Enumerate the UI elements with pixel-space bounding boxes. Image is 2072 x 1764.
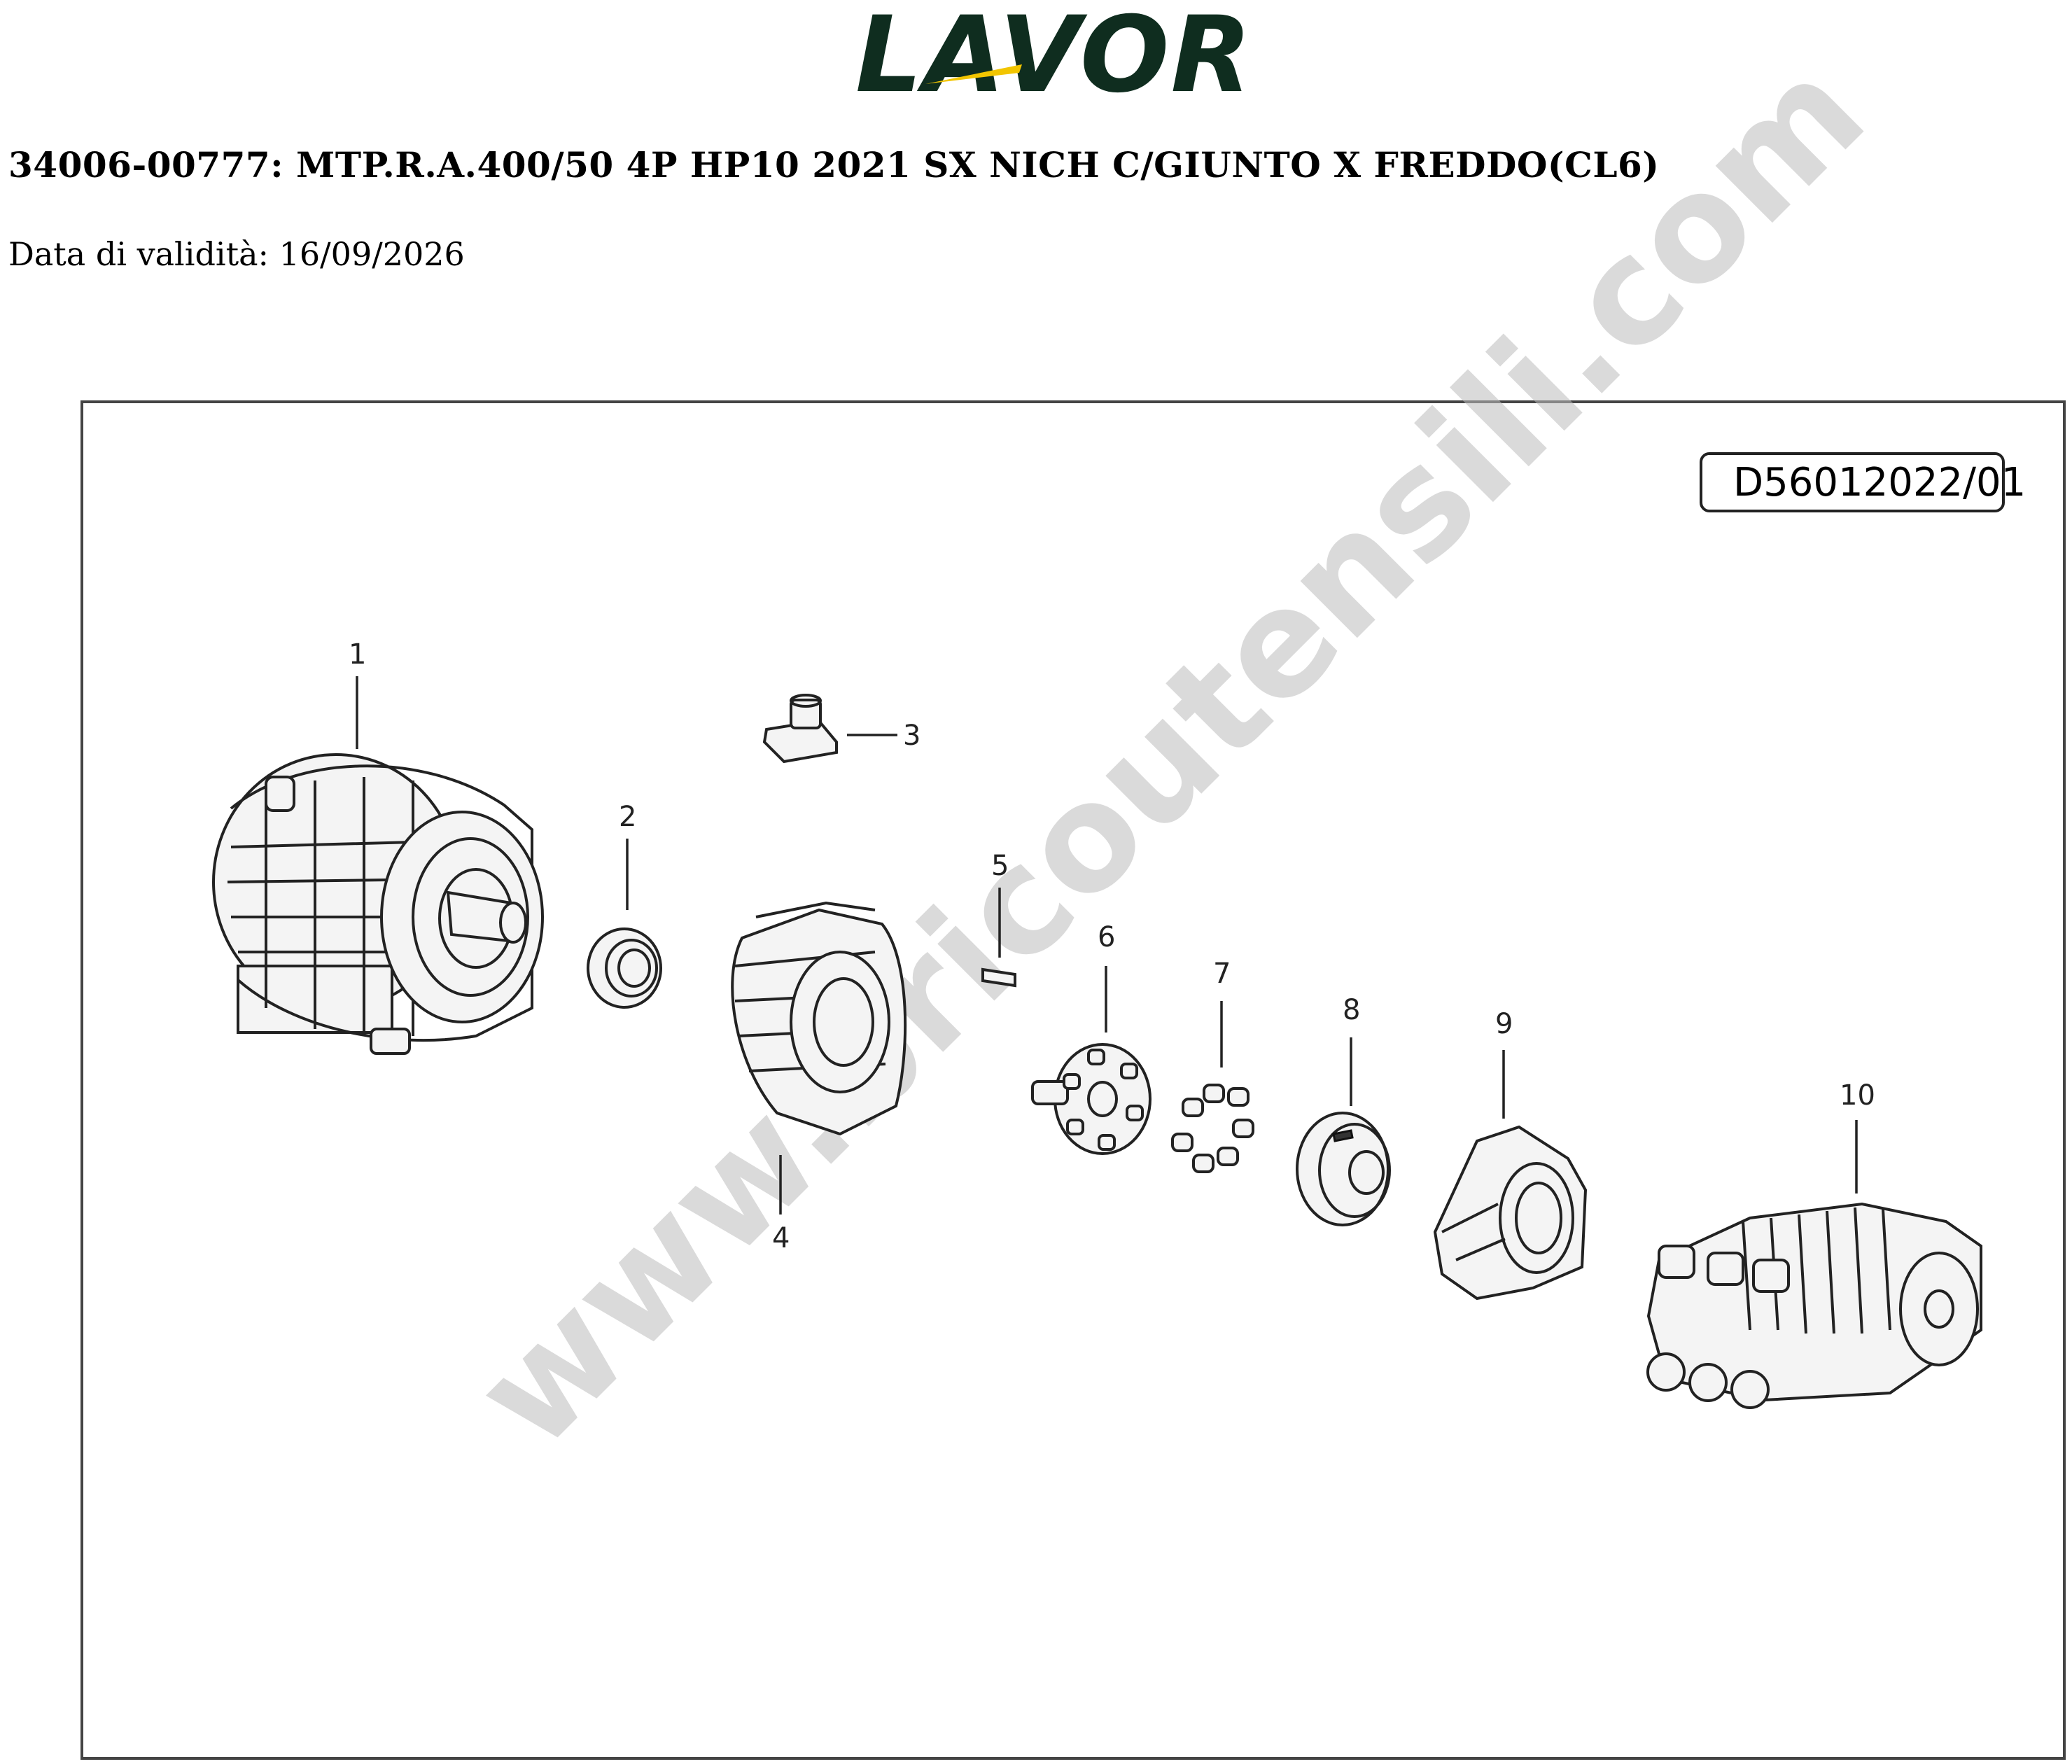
key-icon [981,967,1016,988]
validity-date: Data di validità: 16/09/2026 [8,235,465,273]
callout-2: 2 [619,801,636,833]
adapter-flange-icon [1433,1125,1588,1301]
terminal-cap-icon [762,694,838,764]
callout-7: 7 [1213,958,1231,990]
page-title: 34006-00777: MTP.R.A.400/50 4P HP10 2021… [8,144,1660,186]
reference-box: D56012022/01 [1700,452,2026,512]
callout-4: 4 [772,1222,790,1254]
coupling-hub-icon [1031,1043,1152,1155]
reference-code: D56012022/01 [1733,460,2026,505]
coupling-elements-icon [1171,1084,1254,1173]
pump-icon [1646,1202,1982,1409]
motor-flange-icon [731,901,907,1136]
callout-8: 8 [1343,994,1360,1026]
callout-5: 5 [991,850,1009,882]
callout-6: 6 [1098,921,1115,953]
coupling-half-icon [1296,1112,1391,1226]
lavor-logo: LAVOR [855,6,1253,97]
callout-3: 3 [903,720,920,752]
callout-9: 9 [1495,1008,1513,1040]
electric-motor-icon [212,753,544,1055]
diagram-frame [80,400,2066,1760]
logo-text: LAVOR [855,6,1253,97]
callout-1: 1 [349,638,366,671]
logo-accent [925,64,1022,84]
callout-10: 10 [1840,1079,1875,1112]
seal-ring-icon [587,927,662,1009]
